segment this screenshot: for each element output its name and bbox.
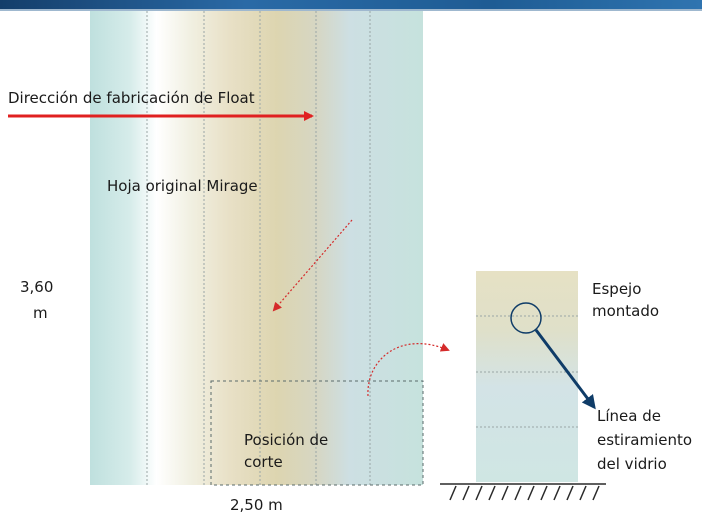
direction-label: Dirección de fabricación de Float: [8, 89, 255, 107]
height-unit: m: [33, 304, 48, 322]
sheet-grid-lines: [146, 11, 371, 485]
mirror-body: [476, 271, 578, 482]
cut-label-line1: Posición de: [244, 431, 329, 449]
width-label: 2,50 m: [230, 496, 283, 514]
cut-position-box: [210, 380, 424, 486]
hatch-mark: [449, 485, 457, 501]
header-band-shadow: [0, 9, 702, 11]
mirror-label-line1: Espejo: [592, 280, 642, 298]
stretch-arrow: [534, 329, 596, 410]
stretch-label-line2: estiramiento: [597, 431, 693, 449]
stretch-label-line3: del vidrio: [597, 455, 667, 473]
stretch-circle: [510, 302, 542, 334]
hatch-mark: [566, 485, 574, 501]
hatch-mark: [514, 485, 522, 501]
sheet-label: Hoja original Mirage: [107, 177, 258, 195]
hatch-mark: [553, 485, 561, 501]
stretch-label-line1: Línea de: [597, 407, 661, 425]
hatch-mark: [540, 485, 548, 501]
hatch-mark: [488, 485, 496, 501]
sheet-body: [90, 11, 423, 485]
mirror-grid-lines: [476, 315, 578, 428]
mirror-label-line2: montado: [592, 302, 660, 320]
to-mirror-arrow: [367, 343, 450, 397]
original-sheet: [90, 11, 423, 485]
ground-hatch: [440, 483, 606, 501]
hatch-mark: [527, 485, 535, 501]
hatch-mark: [462, 485, 470, 501]
hatch-mark: [501, 485, 509, 501]
header-band: [0, 0, 702, 9]
hatch-mark: [475, 485, 483, 501]
height-value: 3,60: [20, 278, 54, 296]
hatch-mark: [579, 485, 587, 501]
mounted-mirror: [476, 271, 596, 482]
hatch-mark: [592, 485, 600, 501]
cut-label-line2: corte: [244, 453, 283, 471]
